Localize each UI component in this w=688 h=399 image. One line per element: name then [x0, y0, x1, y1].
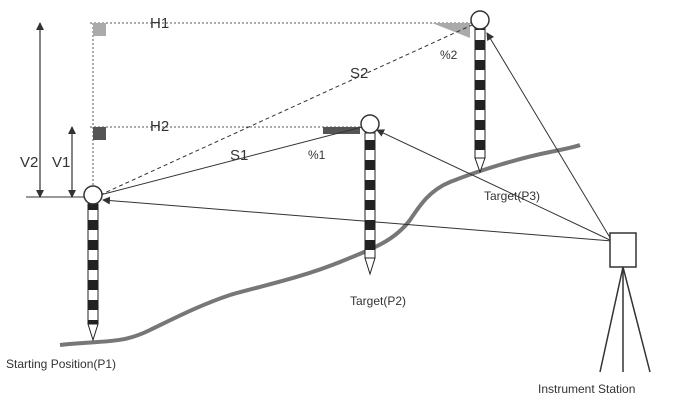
label-v1: V1 [52, 154, 70, 171]
s2-slope-line [99, 24, 473, 196]
prism-p1 [83, 185, 103, 205]
label-percent-2: %2 [440, 48, 458, 62]
label-target-p3: Target(P3) [484, 189, 540, 203]
sight-line-p1 [102, 196, 613, 242]
s1-slope-line [99, 126, 363, 196]
sight-line-p3 [486, 32, 613, 242]
label-v2: V2 [20, 154, 38, 171]
label-starting-position: Starting Position(P1) [6, 357, 116, 371]
label-percent-1: %1 [308, 148, 326, 162]
label-instrument-station: Instrument Station [538, 382, 635, 396]
instrument-station [599, 232, 651, 373]
label-h1: H1 [150, 15, 169, 32]
angle-marker-h2-left [93, 127, 106, 140]
label-h2: H2 [150, 118, 169, 135]
angle-marker-p2 [323, 127, 360, 134]
prism-p2 [360, 114, 380, 134]
sight-line-p2 [376, 129, 613, 242]
angle-marker-p3 [432, 23, 470, 38]
pole-p2 [360, 114, 380, 276]
label-s2: S2 [350, 65, 368, 82]
pole-p1 [83, 185, 103, 342]
terrain-line [59, 143, 581, 347]
label-target-p2: Target(P2) [350, 294, 406, 308]
angle-marker-h1-left [93, 23, 106, 36]
prism-p3 [470, 10, 490, 30]
pole-p3 [470, 10, 490, 174]
label-s1: S1 [230, 147, 248, 164]
instrument-box [609, 232, 637, 268]
